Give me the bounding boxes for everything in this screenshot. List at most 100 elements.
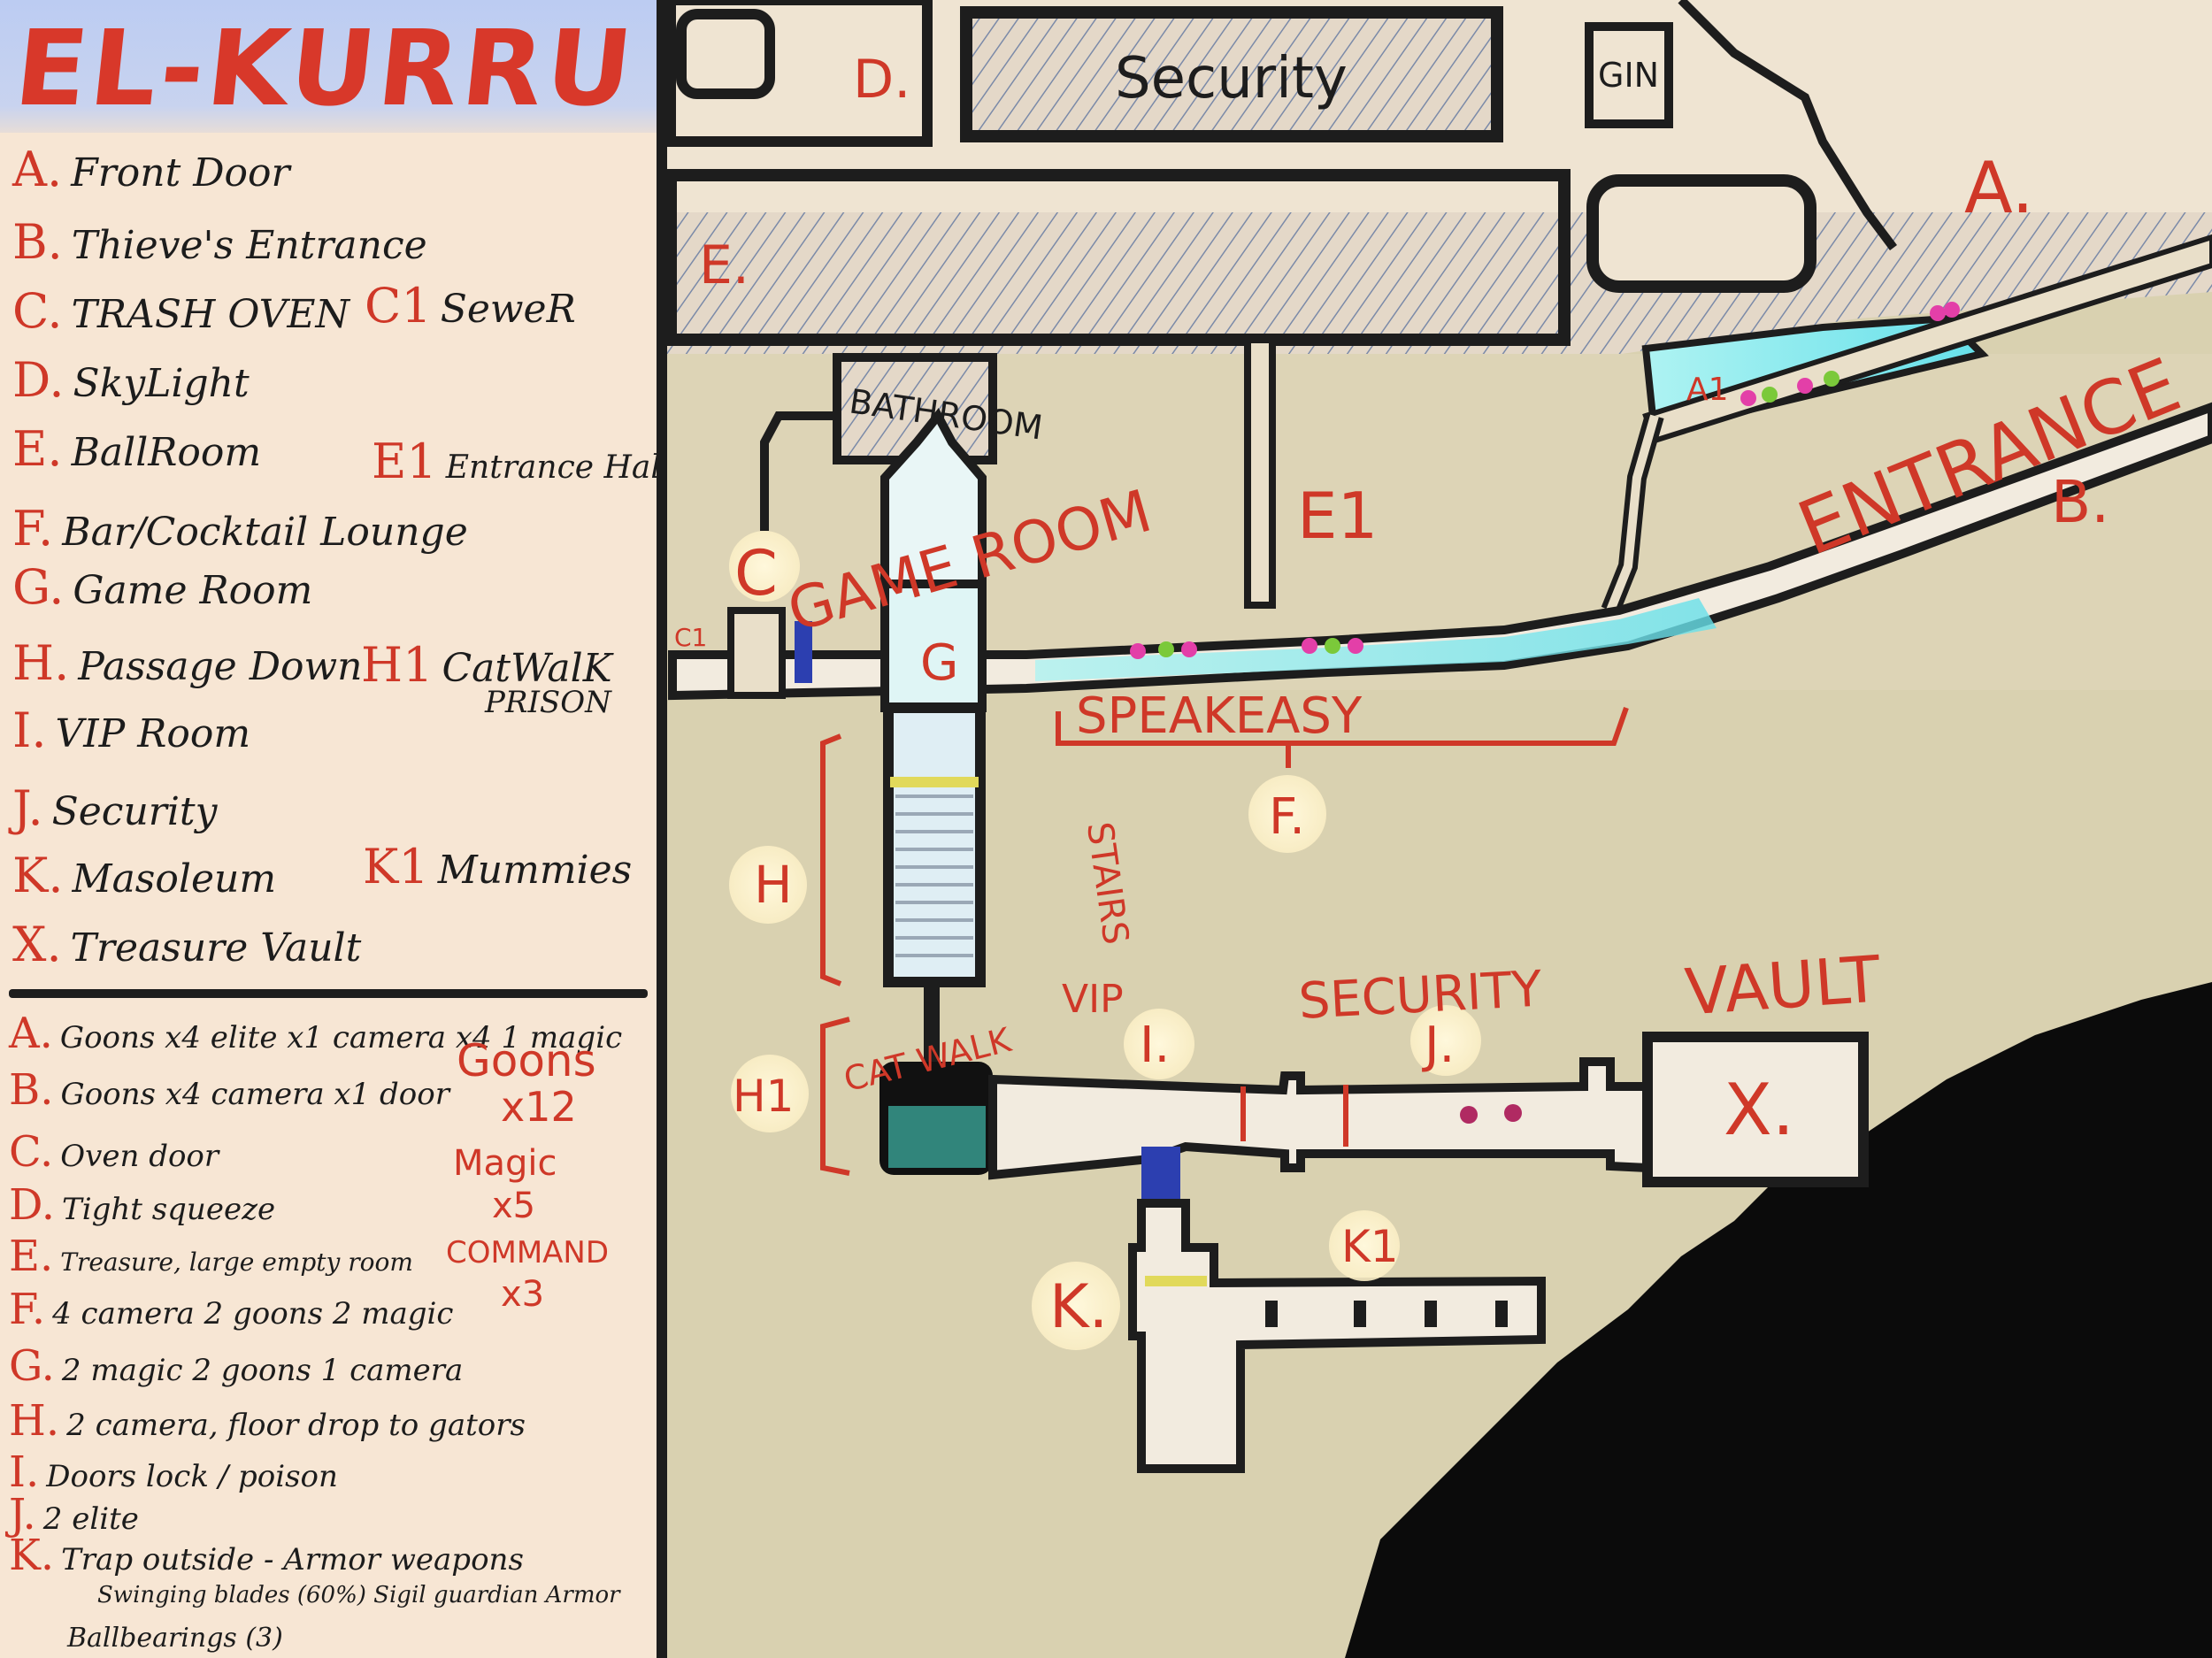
sewer-door: [795, 621, 812, 683]
bathroom-pipe: [760, 411, 837, 531]
shaft: [924, 982, 940, 1079]
label-e1: E1: [1297, 479, 1378, 553]
skylight-block: [667, 0, 933, 147]
gin-building: [1585, 22, 1673, 128]
label-vip: VIP: [1062, 977, 1124, 1022]
note-b: B.Goons x4 camera x1 door: [9, 1065, 449, 1115]
entrance-hall-shaft: [1244, 336, 1276, 609]
label-k1: K1: [1341, 1221, 1399, 1272]
title-band: [0, 0, 665, 133]
total-magic-count: x5: [492, 1186, 536, 1226]
legend-item-b: B.Thieve's Entrance: [12, 214, 427, 270]
speakeasy-lights: [1035, 598, 1717, 681]
trap-marker: [890, 777, 979, 787]
legend-item-e: E.BallRoom: [12, 421, 262, 477]
map-title: EL-KURRU: [9, 7, 641, 129]
ballroom-outline: [667, 169, 1571, 346]
label-x: X.: [1724, 1069, 1794, 1151]
security-building: [960, 6, 1503, 142]
note-c: C.Oven door: [9, 1127, 219, 1177]
label-c1: C1: [674, 623, 707, 652]
building-a: [1586, 174, 1816, 293]
label-a: A.: [1964, 147, 2034, 229]
note-k-ballbearings: Ballbearings (3): [67, 1623, 283, 1654]
label-i: I.: [1140, 1017, 1170, 1074]
label-vault: VAULT: [1683, 941, 1884, 1029]
mausoleum: [1128, 1199, 1546, 1473]
mausoleum-trap: [1145, 1276, 1207, 1286]
h1-bracket: [820, 1017, 850, 1176]
legend-item-x: X.Treasure Vault: [12, 917, 362, 972]
speakeasy-bracket: [1056, 707, 1629, 746]
sewer-box: [727, 607, 786, 699]
total-command-count: x3: [501, 1274, 545, 1315]
h1-bubble: [731, 1055, 809, 1132]
label-c: C: [734, 537, 778, 610]
h-bracket: [820, 733, 842, 986]
vip-door: [1240, 1086, 1246, 1141]
note-j: J.2 elite: [9, 1490, 139, 1539]
street-edge: [1678, 0, 1897, 250]
label-h: H: [754, 855, 793, 915]
note-k: K.Trap outside - Armor weapons: [9, 1531, 524, 1580]
stairs-treads: [895, 794, 973, 957]
total-goons-count: x12: [501, 1083, 577, 1131]
j-bubble: [1410, 1005, 1481, 1076]
label-k: K.: [1049, 1272, 1108, 1342]
i-bubble: [1124, 1009, 1194, 1079]
legend-item-j: J.Security: [12, 780, 218, 836]
security-door: [1343, 1085, 1348, 1147]
label-security-building: Security: [1115, 46, 1348, 111]
note-k-detail: Swinging blades (60%) Sigil guardian Arm…: [97, 1582, 620, 1608]
legend-panel: EL-KURRU A.Front Door B.Thieve's Entranc…: [0, 0, 665, 1658]
h-bubble: [729, 846, 807, 924]
label-d: D.: [853, 49, 910, 111]
legend-item-f: F.Bar/Cocktail Lounge: [12, 501, 468, 557]
label-e: E.: [699, 234, 749, 296]
legend-item-h1-prison: PRISON: [485, 685, 611, 720]
treasure-vault: [1642, 1032, 1869, 1187]
note-i: I.Doors lock / poison: [9, 1447, 338, 1497]
game-room: [880, 407, 987, 588]
label-j: J.: [1422, 1017, 1455, 1074]
legend-border: [657, 0, 667, 1658]
gator-pool: [888, 1106, 986, 1168]
building-small: [676, 9, 775, 99]
f-bubble: [1248, 775, 1326, 853]
heist-map: Security GIN D. E. BATHROOM A. A1 ENTRAN…: [667, 0, 2212, 1658]
label-g: G: [920, 634, 958, 692]
label-b: B.: [2051, 468, 2109, 536]
label-gin: GIN: [1598, 56, 1659, 95]
label-security: SECURITY: [1297, 961, 1544, 1031]
legend-item-i: I.VIP Room: [12, 702, 251, 758]
guards-lobby: [1740, 302, 1960, 406]
guards-security: [1460, 1104, 1522, 1124]
legend-item-k: K.Masoleum: [12, 848, 277, 903]
legend-item-a: A.Front Door: [12, 142, 290, 197]
total-command-label: COMMAND: [446, 1235, 610, 1270]
note-f: F.4 camera 2 goons 2 magic: [9, 1285, 454, 1334]
legend-item-g: G.Game Room: [12, 559, 313, 615]
stairs-passage: [883, 702, 986, 987]
note-e: E.Treasure, large empty room: [9, 1232, 413, 1281]
total-goons-label: Goons: [457, 1035, 596, 1086]
legend-item-d: D.SkyLight: [12, 352, 250, 408]
total-magic-label: Magic: [453, 1143, 557, 1184]
legend-item-c: C.TRASH OVEN: [12, 283, 350, 339]
dark-void: [1345, 982, 2212, 1658]
note-a: A.Goons x4 elite x1 camera x4 1 magic: [9, 1009, 623, 1058]
label-speakeasy: SPEAKEASY: [1076, 687, 1363, 745]
label-a1: A1: [1686, 372, 1729, 408]
legend-item-h: H.Passage Down: [12, 635, 363, 691]
k1-bubble: [1329, 1210, 1400, 1281]
label-f: F.: [1269, 788, 1305, 846]
mummy-sarcophagi: [1265, 1301, 1508, 1327]
mausoleum-door: [1141, 1147, 1180, 1209]
speakeasy-corridor: [668, 402, 2212, 701]
c-bubble: [729, 531, 800, 602]
guards-speakeasy: [1130, 638, 1363, 659]
label-h1: H1: [733, 1071, 794, 1122]
